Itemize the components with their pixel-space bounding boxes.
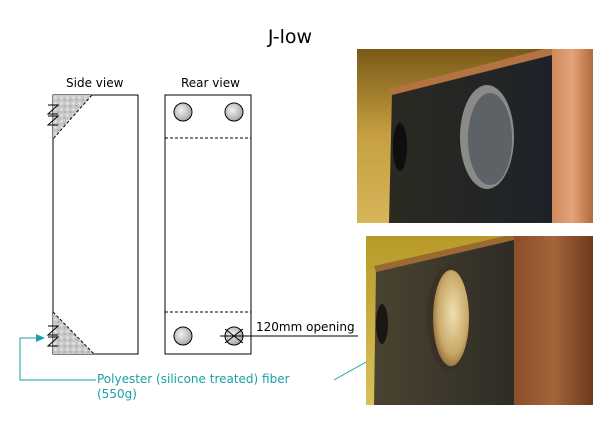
side-view-label: Side view: [66, 76, 124, 90]
rear-view-label: Rear view: [181, 76, 240, 90]
diagram-title: J-low: [267, 26, 313, 48]
side-view-drawing: [46, 94, 139, 355]
opening-annotation: 120mm opening: [256, 320, 355, 334]
fiber-fill-top: [53, 95, 92, 139]
port-hole: [224, 102, 244, 122]
port-hole: [173, 326, 193, 346]
enclosure-photo-top-image: [357, 49, 593, 223]
fiber-annotation: Polyester (silicone treated) fiber (550g…: [97, 372, 290, 401]
enclosure-photo-top: [357, 49, 593, 223]
port-hole: [173, 102, 193, 122]
enclosure-photo-bottom: [366, 236, 593, 405]
enclosure-photo-bottom-image: [366, 236, 593, 405]
rear-view-drawing: [164, 94, 358, 355]
fiber-fill-bottom: [53, 312, 94, 354]
